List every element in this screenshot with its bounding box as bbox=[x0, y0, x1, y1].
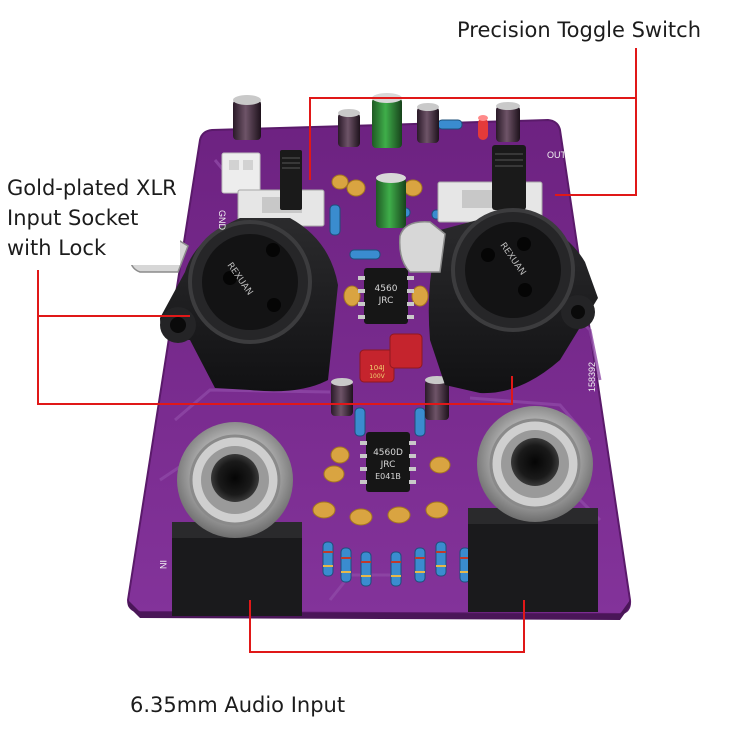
chip-bottom-code: E041B bbox=[375, 472, 401, 481]
chip-bottom-part: 4560D bbox=[373, 448, 403, 458]
xlr-socket-callout: Gold-plated XLR Input Socket with Lock bbox=[7, 173, 180, 265]
film-cap-voltage: 100V bbox=[369, 373, 385, 380]
xlr-socket-right: REXUAN bbox=[398, 208, 598, 394]
leader-lines bbox=[37, 48, 637, 653]
toggle-leader bbox=[309, 48, 637, 180]
xlr-callout-line-3: with Lock bbox=[7, 236, 107, 260]
film-cap-code: 104J bbox=[369, 364, 384, 372]
jack-leader bbox=[249, 600, 525, 653]
chip-bottom-brand: JRC bbox=[380, 460, 396, 470]
silk-in: IN bbox=[158, 560, 168, 569]
audio-jack-left bbox=[172, 422, 302, 616]
toggle-switch-left bbox=[237, 150, 325, 227]
toggle-switch-callout: Precision Toggle Switch bbox=[457, 18, 702, 42]
silk-gnd: GND bbox=[217, 210, 227, 231]
electrolytic-capacitors bbox=[233, 93, 520, 420]
op-amp-top: 4560 JRC bbox=[358, 268, 414, 324]
red-led bbox=[478, 115, 488, 140]
ceramic-capacitors bbox=[312, 174, 451, 526]
silk-out: OUT bbox=[547, 150, 567, 160]
audio-input-callout: 6.35mm Audio Input bbox=[130, 693, 346, 717]
chip-top-brand: JRC bbox=[378, 296, 394, 306]
silk-board-id: 158392 bbox=[587, 362, 597, 392]
op-amp-bottom: 4560D JRC E041B bbox=[360, 432, 416, 492]
xlr-leader bbox=[37, 270, 513, 405]
chip-top-part: 4560 bbox=[375, 284, 398, 294]
toggle-leader-right bbox=[555, 98, 637, 196]
xlr-callout-line-1: Gold-plated XLR bbox=[7, 176, 177, 200]
xlr-callout-line-2: Input Socket bbox=[7, 206, 139, 230]
header-connector bbox=[221, 152, 261, 194]
audio-jack-right bbox=[468, 406, 598, 612]
film-capacitors: 104J 100V bbox=[359, 333, 423, 383]
